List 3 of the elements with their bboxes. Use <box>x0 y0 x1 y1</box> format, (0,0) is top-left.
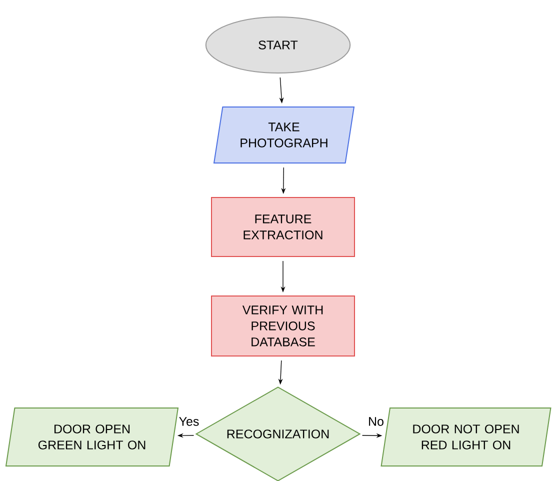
edge-label: No <box>369 417 384 426</box>
process-box: FEATURE EXTRACTION <box>211 197 355 257</box>
process-box: VERIFY WITH PREVIOUS DATABASE <box>211 296 355 356</box>
